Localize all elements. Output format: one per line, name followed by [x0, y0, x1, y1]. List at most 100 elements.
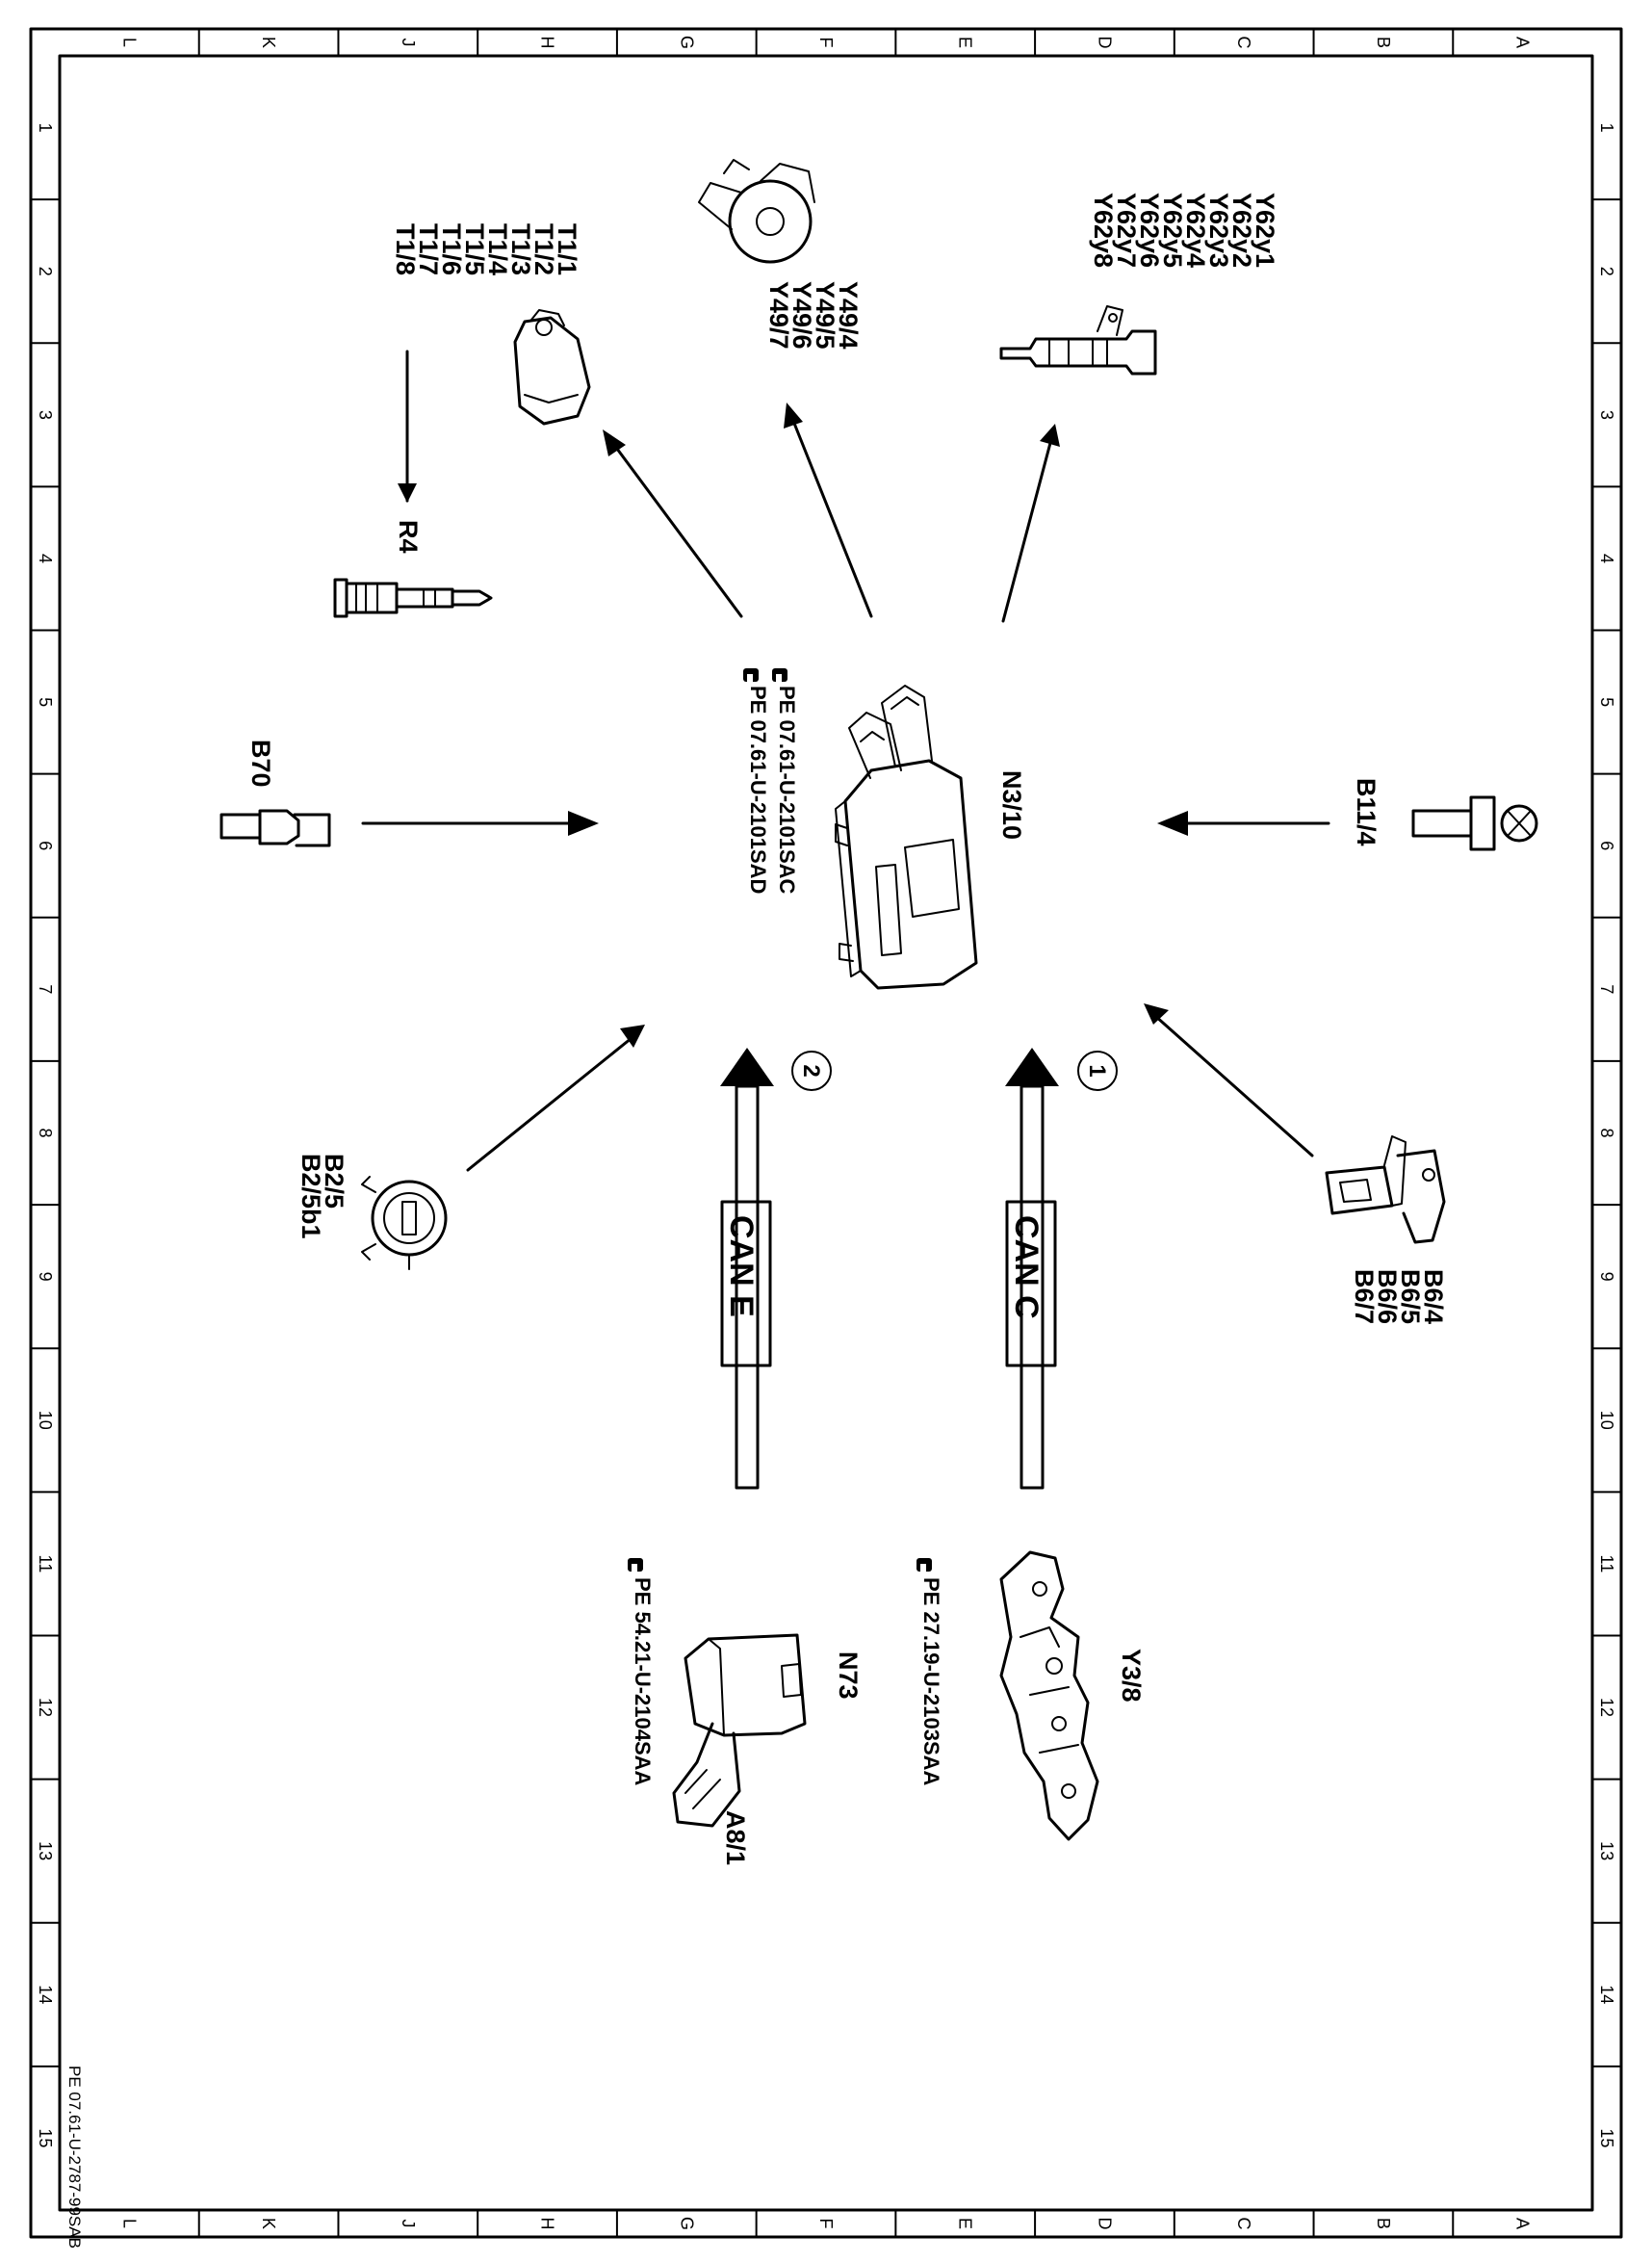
grid-row-label: 10 [1597, 1411, 1616, 1430]
grid-row-label: 13 [36, 1841, 55, 1860]
grid-column-label: A [1513, 37, 1533, 48]
can-c-arrow-head [1005, 1048, 1059, 1086]
can-c-label: CAN C [1008, 1215, 1045, 1319]
grid-row-label: 1 [36, 123, 55, 133]
grid-row-label: 3 [1597, 410, 1616, 420]
arrow-head [603, 429, 626, 456]
hand-icon [916, 1558, 932, 1575]
b6-label: B6/7 [1350, 1269, 1379, 1324]
grid-column-label: H [538, 2218, 557, 2230]
y62-label: Y62y7 [1112, 193, 1141, 268]
grid-row-label: 15 [36, 2128, 55, 2147]
r4-label: R4 [394, 520, 423, 554]
grid-row-label: 4 [36, 554, 55, 563]
grid-column-label: L [119, 2219, 139, 2228]
grid-column-label: J [399, 2220, 418, 2228]
grid-row-label: 11 [1597, 1555, 1616, 1573]
grid-row-label: 11 [36, 1555, 55, 1573]
y49-labels: Y49/4 Y49/5 Y49/6 Y49/7 [764, 281, 863, 350]
grid-column-label: H [538, 37, 557, 49]
grid-row-label: 6 [36, 841, 55, 850]
t1-label: T1/8 [391, 223, 420, 275]
b6-label: B6/4 [1419, 1269, 1448, 1324]
grid-row-label: 4 [1597, 554, 1616, 563]
grid-row-label: 12 [36, 1698, 55, 1717]
y62-label: Y62y8 [1089, 193, 1118, 268]
arrow-head [1040, 424, 1060, 447]
grid-column-label: F [816, 2219, 836, 2229]
arrow-head [398, 483, 417, 503]
y49-label: Y49/5 [811, 281, 839, 350]
n73-reference: PE 54.21-U-2104SAA [631, 1577, 655, 1786]
y62-label: Y62y1 [1251, 193, 1279, 268]
grid-row-label: 12 [1597, 1698, 1616, 1717]
n73-label: N73 [834, 1651, 863, 1700]
grid-column-label: D [1095, 37, 1114, 49]
inner-frame [58, 54, 1594, 2212]
outer-frame [29, 27, 1623, 2239]
grid-column-label: E [956, 37, 975, 48]
b6-labels: B6/4 B6/5 B6/6 B6/7 [1350, 1269, 1448, 1324]
grid-row-label: 7 [36, 984, 55, 994]
grid-column-label: K [259, 2218, 278, 2229]
grid-column-label: G [677, 2217, 696, 2230]
grid-row-label: 15 [1597, 2128, 1616, 2147]
grid-row-label: 5 [36, 697, 55, 707]
t1-label: T1/2 [529, 223, 558, 275]
grid-column-label: C [1234, 37, 1253, 49]
grid-row-label: 1 [1597, 123, 1616, 133]
ecu-n3-10-icon [835, 685, 978, 990]
grid-row-label: 2 [1597, 267, 1616, 276]
can-c-bus: CAN C 1 [1005, 1048, 1118, 1490]
document-reference: PE 07.61-U-2787-99SAB [65, 2066, 84, 2249]
arrow-head [1157, 811, 1188, 836]
bus-marker-1-text: 1 [1084, 1064, 1110, 1077]
arrow-head [568, 811, 599, 836]
grid-column-label: D [1095, 2218, 1114, 2230]
ignition-switch-icon [672, 1633, 807, 1828]
bus-marker-2 [791, 1051, 832, 1091]
grid-column-label: E [956, 2218, 975, 2229]
y62-label: Y62y5 [1158, 193, 1187, 268]
t1-label: T1/1 [553, 223, 581, 275]
y62-label: Y62y4 [1181, 193, 1210, 268]
grid-row-label: 10 [36, 1411, 55, 1430]
grid-column-label: B [1374, 2218, 1393, 2229]
arrow-head [620, 1025, 645, 1048]
y49-label: Y49/6 [787, 281, 816, 350]
air-mass-sensor-icon [361, 1176, 448, 1270]
connection-arrows [361, 350, 1330, 1172]
grid-row-label: 5 [1597, 697, 1616, 707]
y62-labels: Y62y1 Y62y2 Y62y3 Y62y4 Y62y5 Y62y6 Y62y… [1089, 193, 1279, 268]
y49-label: Y49/7 [764, 281, 793, 350]
grid-column-label: J [399, 39, 418, 47]
grid-column-label: L [119, 38, 139, 47]
can-c-tag [1005, 1200, 1057, 1367]
grid-row-label: 3 [36, 410, 55, 420]
fuel-injector-icon [999, 305, 1157, 376]
grid-column-label: F [816, 38, 836, 48]
camshaft-solenoid-icon [698, 159, 815, 264]
can-e-arrow-head [720, 1048, 774, 1086]
can-e-label: CAN E [723, 1215, 760, 1317]
grid-column-label: A [1513, 2218, 1533, 2229]
grid-column-label: G [677, 36, 696, 49]
bus-marker-2-text: 2 [798, 1064, 824, 1077]
hall-sensor-icon [1325, 1135, 1446, 1244]
y62-label: Y62y3 [1204, 193, 1233, 268]
t1-labels: T1/1 T1/2 T1/3 T1/4 T1/5 T1/6 T1/7 T1/8 [391, 223, 581, 275]
hand-icon [743, 668, 759, 686]
t1-label: T1/5 [460, 223, 489, 275]
spark-plug-icon [333, 578, 493, 618]
t1-label: T1/6 [437, 223, 466, 275]
grid-row-label: 6 [1597, 841, 1616, 850]
can-e-tag [720, 1200, 772, 1367]
b70-label: B70 [246, 740, 275, 788]
b2-label: B2/5b1 [297, 1154, 325, 1239]
ecu-reference-1: PE 07.61-U-2101SAC [775, 686, 799, 895]
grid-row-label: 2 [36, 267, 55, 276]
grid-row-label: 13 [1597, 1841, 1616, 1860]
hand-icon [772, 668, 787, 686]
